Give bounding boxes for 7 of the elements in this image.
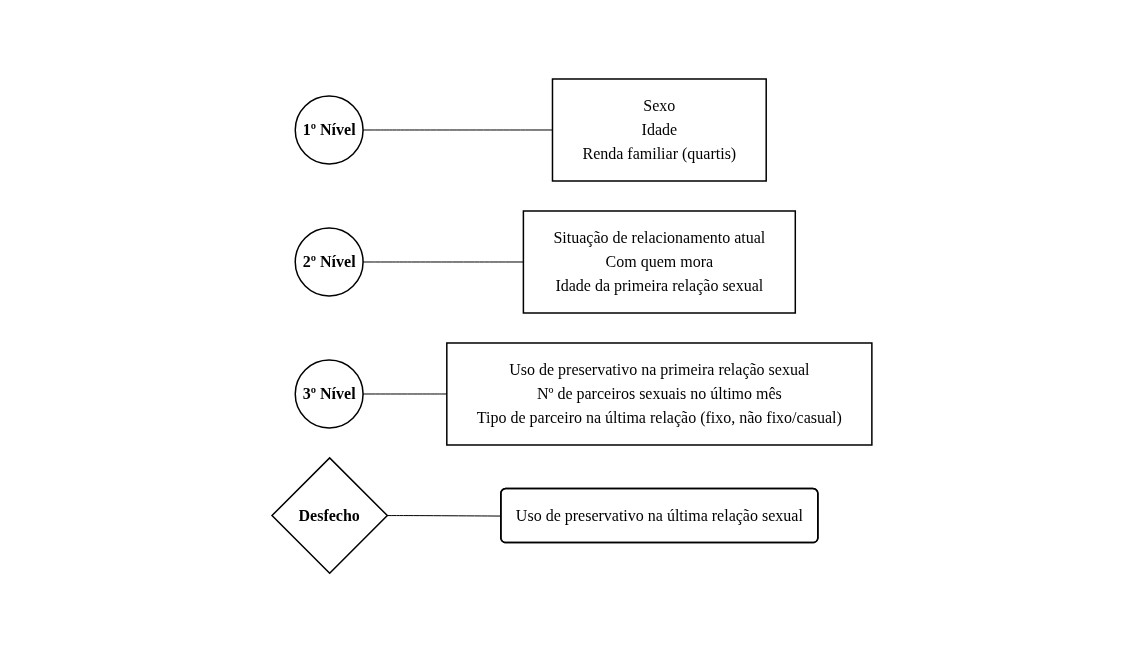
node-box: Sexo Idade Renda familiar (quartis) xyxy=(551,78,767,183)
node-circle: 2º Nível xyxy=(294,227,364,298)
node-circle: 3º Nível xyxy=(294,359,364,430)
node-diamond: Desfecho xyxy=(271,457,389,575)
node-box: Situação de relacionamento atual Com quem mora Idade da primeira relação sexual xyxy=(522,210,797,315)
node-box: Uso de preservativo na primeira relação sexual Nº de parceiros sexuais no último mês Tipo de parceiro na última relação (fixo, não fixo/casual) xyxy=(446,342,873,447)
node-circle: 1º Nível xyxy=(294,95,364,166)
